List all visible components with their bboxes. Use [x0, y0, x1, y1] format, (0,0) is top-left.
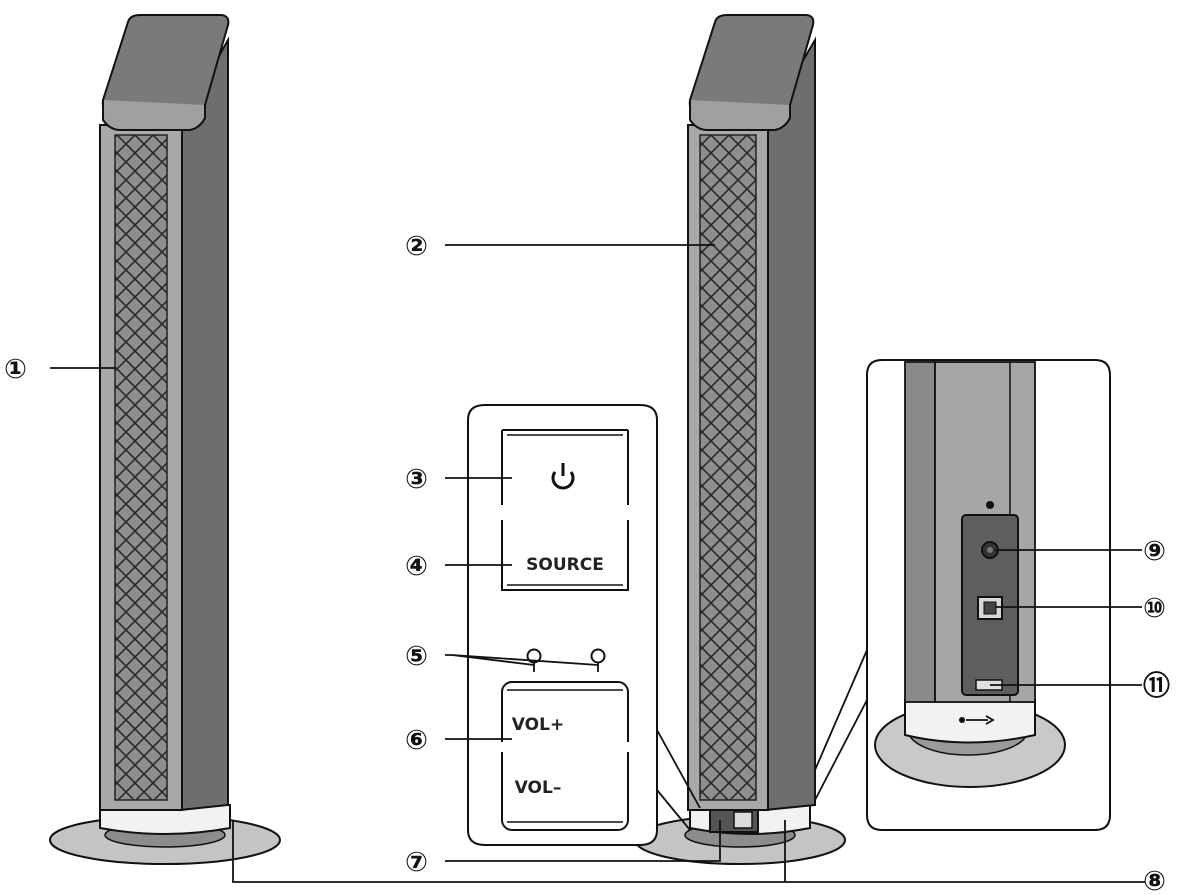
callout-8: ⑧: [1143, 866, 1166, 895]
control-panel-inset: SOURCE VOL+ VOL–: [467, 404, 701, 846]
left-speaker: [49, 14, 281, 865]
indicator-leds: [526, 648, 606, 672]
link-cable-symbol: [959, 715, 995, 725]
callout-4: ④: [405, 551, 428, 582]
leader-lines: [50, 244, 1145, 883]
vol-up-label: VOL+: [512, 715, 564, 735]
source-button[interactable]: SOURCE: [501, 520, 629, 591]
callout-10: ⑩: [1143, 593, 1166, 624]
callout-9: ⑨: [1143, 536, 1166, 567]
right-grille: [699, 134, 757, 801]
source-label: SOURCE: [526, 555, 604, 575]
rear-port-inset: [814, 359, 1111, 831]
callout-6: ⑥: [405, 725, 428, 756]
left-collar: [99, 804, 231, 835]
power-icon: [551, 463, 575, 490]
callout-1: ①: [4, 354, 27, 385]
callout-numbers: ① ② ③ ④ ⑤ ⑥ ⑦ ⑧ ⑨ ⑩ ⑪: [4, 231, 1170, 895]
right-speaker: [634, 14, 846, 865]
callout-7: ⑦: [405, 847, 428, 878]
callout-2: ②: [405, 231, 428, 262]
power-button[interactable]: [501, 429, 629, 505]
callout-11: ⑪: [1143, 670, 1170, 702]
left-side-panel: [179, 36, 229, 812]
callout-3: ③: [405, 464, 428, 495]
right-side-panel: [764, 36, 816, 812]
led-right: [590, 648, 606, 664]
volume-button[interactable]: VOL+ VOL–: [500, 681, 630, 831]
left-grille: [114, 134, 168, 801]
callout-5: ⑤: [405, 641, 428, 672]
optical-input-port[interactable]: [977, 596, 1003, 620]
vol-down-label: VOL–: [515, 778, 562, 798]
